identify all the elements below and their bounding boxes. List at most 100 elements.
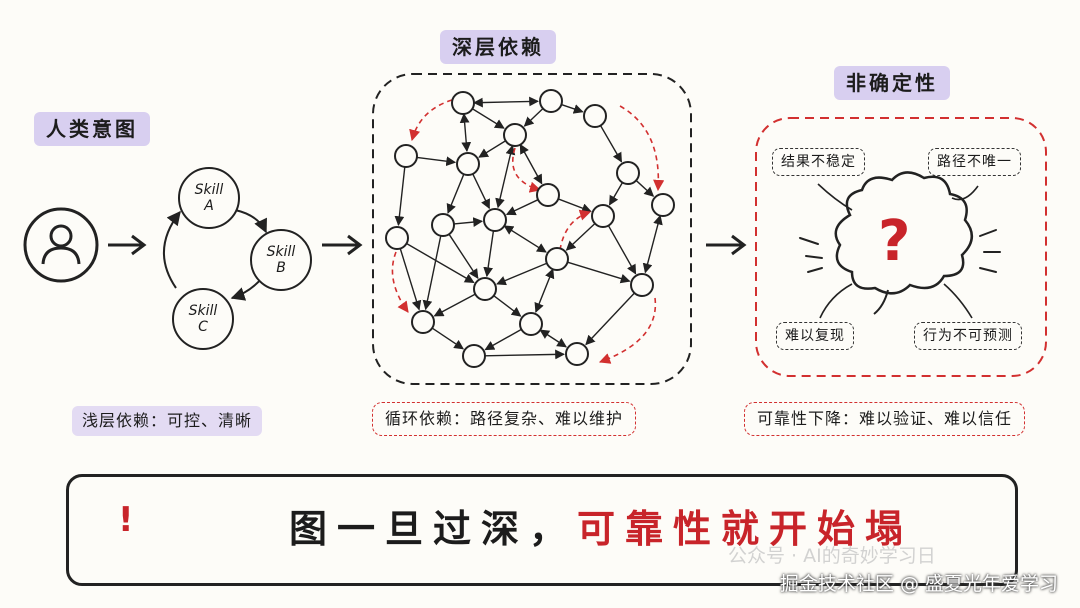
network-edge	[478, 140, 507, 158]
network-node	[565, 342, 589, 366]
network-node	[473, 277, 497, 301]
network-edge	[505, 199, 539, 216]
circular-dependency-caption: 循环依赖：路径复杂、难以维护	[372, 402, 637, 436]
network-edge	[406, 242, 475, 284]
skill-b-line1: Skill	[266, 244, 296, 260]
network-edge	[472, 173, 490, 210]
network-node	[583, 104, 607, 128]
network-edge	[539, 329, 567, 348]
network-node	[394, 144, 418, 168]
network-node	[503, 123, 527, 147]
cyclic-edge	[391, 251, 409, 313]
network-node	[519, 312, 543, 336]
arrow-right-icon	[706, 234, 747, 256]
network-edge	[523, 108, 544, 127]
conclusion-banner: 图一旦过深，可靠性就开始塌	[66, 474, 1018, 586]
network-edge	[448, 233, 479, 279]
network-edge	[422, 235, 442, 311]
network-edge	[607, 225, 637, 275]
network-edge	[585, 292, 635, 346]
banner-message: 图一旦过深，可靠性就开始塌	[289, 507, 913, 551]
cyclic-edge	[598, 297, 657, 364]
platform-watermark: 掘金技术社区 @ 盛夏光年爱学习	[779, 573, 1058, 595]
skill-c-line2: C	[198, 319, 208, 335]
network-edge	[433, 293, 476, 317]
network-edge	[416, 156, 457, 167]
network-node	[591, 204, 615, 228]
skill-b-line2: B	[276, 260, 286, 276]
network-edge	[534, 268, 555, 313]
network-node	[431, 213, 455, 237]
inconsistent-path-box: 路径不唯一	[928, 148, 1021, 176]
network-edge	[446, 173, 465, 214]
emphasis-lines	[799, 229, 1001, 273]
network-node	[545, 247, 569, 271]
network-node	[536, 183, 560, 207]
skill-node-a: Skill A	[178, 167, 240, 229]
network-edge	[495, 144, 516, 209]
network-edge	[483, 230, 495, 278]
deep-dependency-frame	[372, 73, 692, 385]
skill-node-c: Skill C	[172, 288, 234, 350]
skill-a-line1: Skill	[194, 182, 224, 198]
network-edge	[565, 223, 596, 251]
banner-text-normal: 图一旦过深，	[289, 507, 578, 551]
cyclic-edge	[559, 209, 592, 251]
network-edge	[493, 295, 522, 317]
network-edge	[496, 262, 548, 286]
unstable-result-box: 结果不稳定	[772, 148, 865, 176]
banner-text-red: 可靠性就开始塌	[577, 507, 914, 551]
cyclic-edge	[409, 99, 453, 142]
network-node	[462, 344, 486, 368]
network-edge	[453, 217, 484, 227]
network-node	[539, 89, 563, 113]
network-node	[411, 310, 435, 334]
network-edge	[635, 179, 655, 197]
network-cyclic-edges	[391, 99, 665, 364]
network-edge	[642, 214, 663, 274]
network-node	[451, 91, 475, 115]
network-node	[456, 152, 480, 176]
uncertainty-label: 非确定性	[834, 66, 950, 100]
deep-dependency-label: 深层依赖	[440, 30, 556, 64]
unpredictable-behavior-box: 行为不可预测	[914, 322, 1022, 350]
network-edge	[472, 108, 505, 129]
network-edge	[473, 96, 539, 108]
uncertainty-frame	[755, 117, 1047, 377]
arrow-right-icon	[108, 234, 147, 256]
network-edges	[394, 96, 663, 360]
warning-exclamation: !	[118, 500, 134, 540]
skill-node-b: Skill B	[250, 229, 312, 291]
arrow-right-icon	[322, 234, 363, 256]
network-edge	[599, 125, 623, 163]
network-edge	[459, 112, 472, 153]
shallow-dependency-caption: 浅层依赖：可控、清晰	[72, 406, 263, 436]
cloud-icon	[834, 171, 973, 295]
network-edge	[399, 248, 422, 311]
cyclic-edge	[619, 105, 665, 192]
network-edge	[484, 349, 565, 360]
network-edge	[558, 198, 592, 213]
network-node	[483, 208, 507, 232]
network-nodes	[385, 89, 675, 368]
hard-to-reproduce-box: 难以复现	[776, 322, 854, 350]
network-edge	[608, 182, 624, 206]
network-node	[385, 226, 409, 250]
network-edge	[519, 143, 543, 185]
cloud-connectors	[817, 183, 979, 319]
network-edge	[484, 328, 522, 351]
network-node	[630, 273, 654, 297]
network-edge	[431, 327, 464, 350]
person-icon	[23, 207, 99, 283]
network-edge	[567, 261, 631, 284]
network-node	[651, 193, 675, 217]
faint-watermark: 公众号 · AI的奇妙学习日	[728, 545, 936, 567]
question-mark-icon: ?	[878, 209, 911, 274]
network-edge	[503, 225, 547, 253]
human-intent-label: 人类意图	[34, 112, 150, 146]
reliability-decline-caption: 可靠性下降：难以验证、难以信任	[744, 402, 1026, 436]
cyclic-edge	[512, 147, 542, 193]
network-edge	[394, 166, 406, 227]
skill-a-line2: A	[204, 198, 214, 214]
network-node	[616, 161, 640, 185]
